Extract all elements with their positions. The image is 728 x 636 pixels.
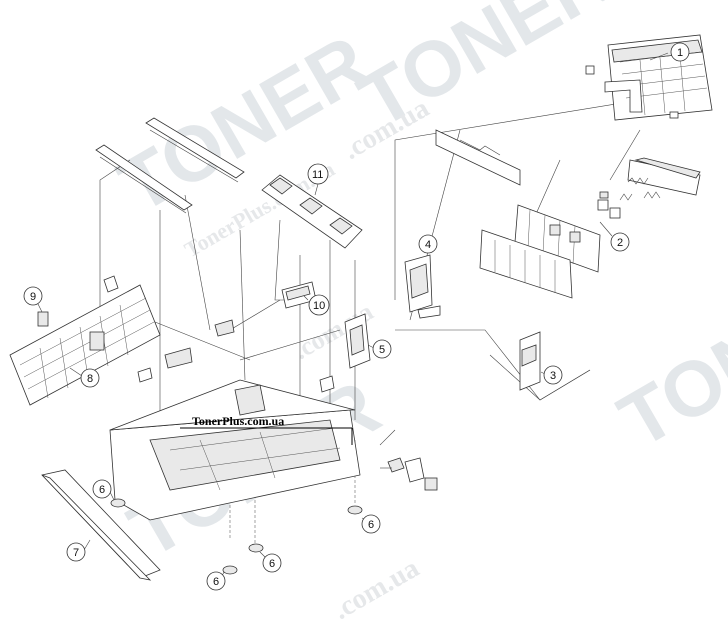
- banner-text: TonerPlus.com.ua: [192, 414, 284, 428]
- callout-6b: 6: [361, 514, 381, 534]
- part-2-assembly: [435, 129, 701, 299]
- callout-6a: 6: [92, 479, 115, 501]
- base-tray: [109, 319, 361, 521]
- callout-6c: 6: [206, 571, 226, 591]
- watermark-site-4: .com.ua: [328, 553, 424, 627]
- part-7-front-plate: [41, 469, 161, 581]
- callout-7-label: 7: [73, 547, 79, 559]
- callout-6d: 6: [259, 551, 282, 573]
- part-11-bar: [261, 174, 363, 249]
- callout-2: 2: [599, 221, 630, 252]
- callout-7: 7: [66, 539, 91, 562]
- callout-8-label: 8: [87, 373, 93, 385]
- part-5-guide: [344, 313, 371, 369]
- callout-8: 8: [69, 367, 100, 388]
- part-4-lever: [404, 254, 441, 319]
- watermark-toner-4: TONER: [605, 253, 728, 465]
- callout-4-label: 4: [425, 239, 431, 251]
- spring-set: [597, 177, 661, 219]
- callout-1-label: 1: [677, 47, 683, 59]
- part-8-side-panel: [9, 275, 161, 406]
- callout-6d-label: 6: [269, 558, 275, 570]
- callout-11: 11: [307, 163, 329, 196]
- callouts: 1 2 3 4 5 6 6: [23, 42, 690, 591]
- callout-10: 10: [303, 294, 330, 316]
- callout-2-label: 2: [617, 237, 623, 249]
- site-banner: TonerPlus.com.ua: [180, 414, 353, 445]
- callout-1: 1: [649, 42, 690, 62]
- top-rails: [95, 117, 245, 214]
- callout-5-label: 5: [379, 344, 385, 356]
- callout-10-label: 10: [313, 300, 325, 312]
- callout-9: 9: [23, 286, 43, 313]
- part-1-cover: [585, 34, 713, 121]
- callout-11-label: 11: [312, 169, 323, 181]
- callout-4: 4: [418, 234, 438, 254]
- callout-6b-label: 6: [368, 519, 374, 531]
- callout-6c-label: 6: [213, 576, 219, 588]
- connector-assembly: [380, 457, 438, 491]
- callout-3-label: 3: [550, 370, 556, 382]
- part-10-clip: [281, 281, 317, 309]
- callout-3: 3: [540, 365, 563, 385]
- callout-9-label: 9: [30, 291, 36, 303]
- part-9-clip: [37, 311, 49, 327]
- callout-6a-label: 6: [99, 484, 105, 496]
- part-3-bracket: [519, 331, 541, 391]
- feet: [110, 498, 363, 575]
- callout-5: 5: [367, 339, 392, 359]
- watermark-toner-1: TONER: [105, 18, 384, 230]
